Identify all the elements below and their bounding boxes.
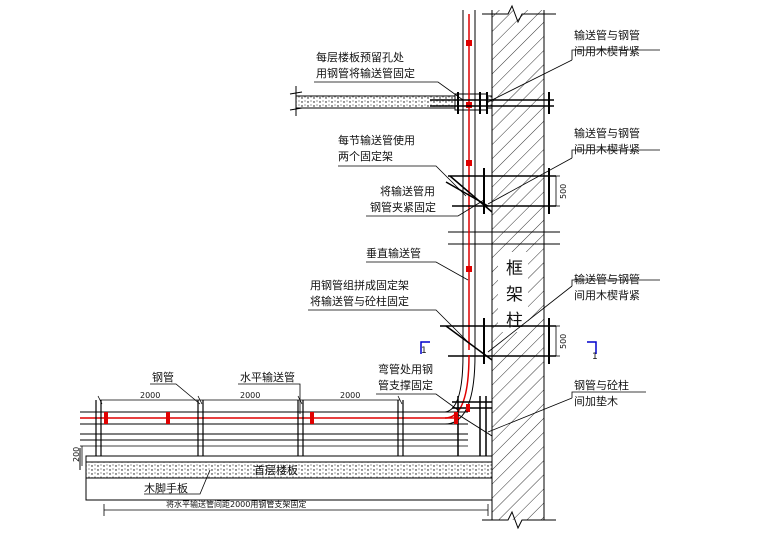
horizontal-pipe bbox=[80, 411, 468, 441]
label-frame-col-3: 柱 bbox=[506, 311, 523, 331]
label-assembled-2: 将输送管与砼柱固定 bbox=[310, 295, 409, 308]
dimension-height-low: 500 bbox=[559, 333, 568, 349]
label-scaffold-board: 木脚手板 bbox=[144, 482, 188, 495]
floor-slab-upper bbox=[289, 86, 493, 116]
dimension-height-top: 500 bbox=[559, 183, 568, 199]
ground-slab bbox=[79, 448, 493, 501]
label-elbow-1: 弯管处用钢 bbox=[378, 363, 433, 376]
label-wedge-mid-1: 输送管与钢管 bbox=[574, 127, 640, 140]
label-wedge-top-2: 间用木楔背紧 bbox=[574, 45, 640, 58]
label-steel-pipe: 钢管 bbox=[152, 371, 174, 384]
label-slab-hole-2: 用钢管将输送管固定 bbox=[316, 67, 415, 80]
label-wedge-low-1: 输送管与钢管 bbox=[574, 273, 640, 286]
label-slab-hole-1: 每层楼板预留孔处 bbox=[316, 51, 404, 64]
label-assembled-1: 用钢管组拼成固定架 bbox=[310, 279, 409, 292]
label-clamp-2: 钢管夹紧固定 bbox=[370, 201, 436, 214]
label-bottom-note: 将水平输送管间距2000用钢管支架固定 bbox=[166, 500, 307, 509]
frame-column bbox=[482, 4, 556, 530]
horizontal-supports bbox=[80, 400, 468, 460]
label-frame-col-2: 架 bbox=[506, 285, 523, 305]
dimension-span-2: 2000 bbox=[240, 391, 261, 400]
label-clamp-1: 将输送管用 bbox=[380, 185, 435, 198]
label-two-clamps-2: 两个固定架 bbox=[338, 150, 393, 163]
floor-break-lines bbox=[448, 231, 560, 245]
leader-lines bbox=[144, 49, 660, 495]
dimension-left-height: 200 bbox=[72, 446, 81, 462]
label-pad-2: 间加垫木 bbox=[574, 395, 618, 408]
section-mark-left: 1 bbox=[421, 346, 427, 356]
label-pad-1: 钢管与砼柱 bbox=[574, 379, 629, 392]
label-wedge-low-2: 间用木楔背紧 bbox=[574, 289, 640, 302]
label-two-clamps-1: 每节输送管使用 bbox=[338, 134, 415, 147]
dimension-span-1: 2000 bbox=[140, 391, 161, 400]
label-wedge-top-1: 输送管与钢管 bbox=[574, 29, 640, 42]
section-mark-right: 1 bbox=[592, 352, 598, 362]
dimension-lines bbox=[81, 175, 560, 516]
clamp-low bbox=[440, 318, 556, 364]
label-horizontal-pipe: 水平输送管 bbox=[240, 371, 295, 384]
dimension-span-3: 2000 bbox=[340, 391, 361, 400]
label-vertical-pipe: 垂直输送管 bbox=[366, 247, 421, 260]
label-elbow-2: 管支撑固定 bbox=[378, 379, 433, 392]
label-wedge-mid-2: 间用木楔背紧 bbox=[574, 143, 640, 156]
label-frame-col-1: 框 bbox=[506, 259, 523, 279]
vertical-pipe bbox=[462, 10, 476, 355]
section-marks bbox=[420, 341, 597, 354]
label-ground-slab: 首层楼板 bbox=[254, 464, 298, 477]
clamp-top bbox=[430, 92, 554, 114]
